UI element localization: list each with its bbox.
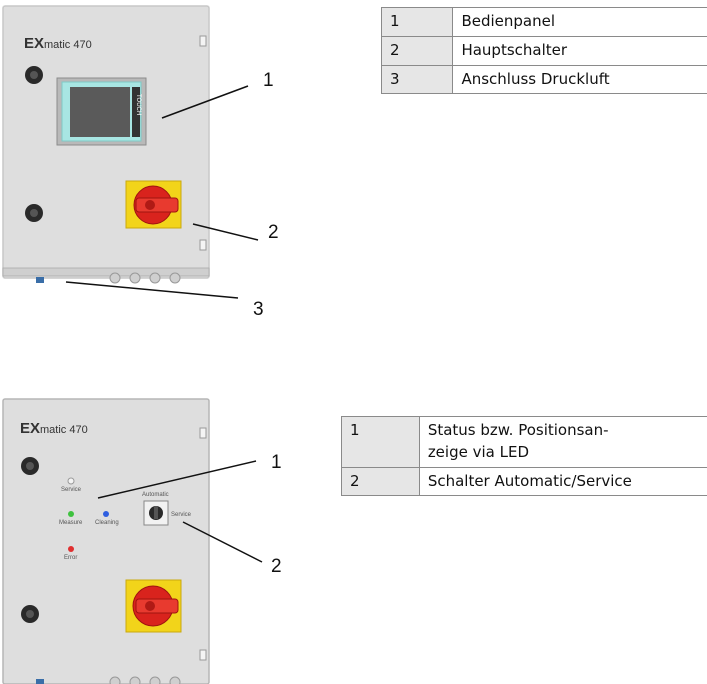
legend-number: 2 [341,466,420,497]
legend-number: 3 [380,64,454,95]
callout-1: 1 [263,70,274,91]
table-row: 3 Anschluss Druckluft [380,64,707,95]
brand-label-1: EXmatic 470 [24,35,92,52]
legend-text: Hauptschalter [452,35,707,66]
touch-label: TOUCH [135,94,141,115]
compressed-air-connector [36,277,44,283]
table-row: 2 Hauptschalter [380,35,707,66]
legend-text: Anschluss Druckluft [452,64,707,95]
legend-text: Status bzw. Positionsan- zeige via LED [418,416,707,468]
legend-text-line-1: Status bzw. Positionsan- [427,421,609,439]
legend-text: Bedienpanel [452,7,707,37]
legend-text-line-2: zeige via LED [427,442,529,461]
legend-text: Schalter Automatic/Service [418,466,707,497]
legend-number: 2 [380,35,454,66]
door-lock-icon [25,66,43,84]
table-row: 1 Status bzw. Positionsan- zeige via LED [341,416,707,468]
callout-2: 2 [268,222,279,243]
table-row: 2 Schalter Automatic/Service [341,466,707,497]
touch-panel[interactable]: TOUCH [56,77,147,146]
legend-number: 1 [380,7,454,37]
legend-table-1: 1 Bedienpanel 2 Hauptschalter 3 Anschlus… [380,7,707,95]
legend-number: 1 [341,416,420,468]
main-switch[interactable] [125,180,182,229]
legend-table-2: 1 Status bzw. Positionsan- zeige via LED… [341,416,707,497]
door-lock-icon [25,204,43,222]
table-row: 1 Bedienpanel [380,7,707,37]
callout-3: 3 [253,299,264,320]
